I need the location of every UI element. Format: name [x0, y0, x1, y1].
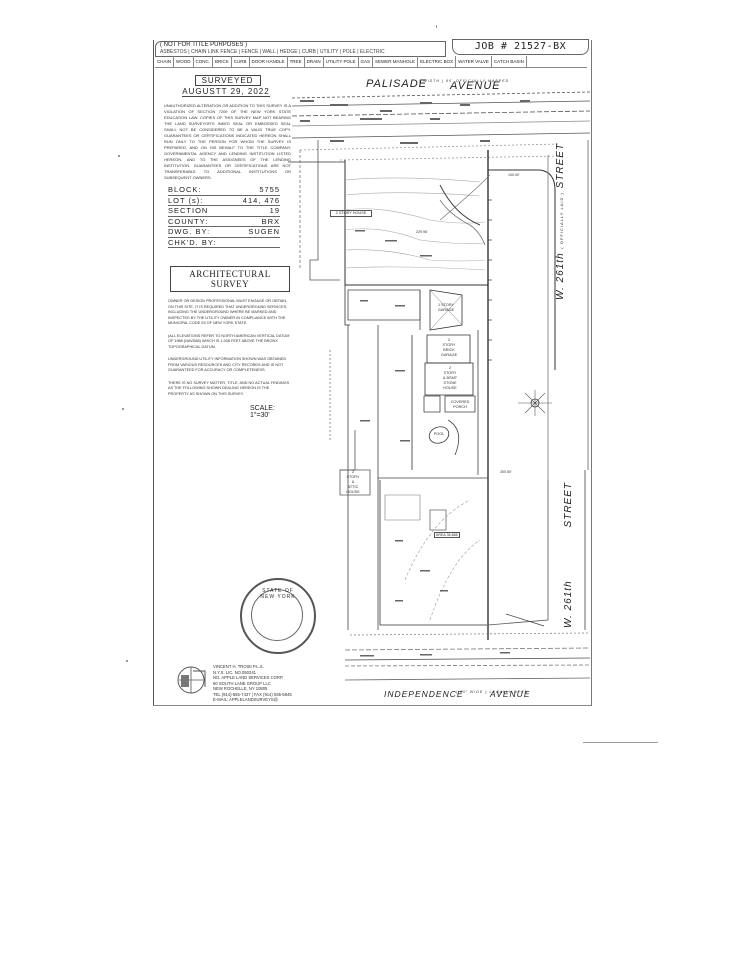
- field-block: BLOCK:5755: [168, 185, 280, 196]
- survey-info-panel: SURVEYED AUGUSTT 29, 2022 Unauthorized a…: [160, 75, 295, 419]
- dimension-label: 229.96': [416, 230, 428, 234]
- legend-item: CONC.: [194, 56, 214, 67]
- building-frame: 2 STORY & ATTIC HOUSE: [346, 470, 360, 494]
- street-north-suffix: AVENUE: [450, 80, 501, 92]
- header-block: ( NOT FOR TITLE PURPOSES ) ASBESTOS | CH…: [155, 39, 589, 71]
- street-north-name: PALISADE: [366, 78, 427, 90]
- field-checked-by: CHK'D. BY:: [168, 238, 280, 248]
- street-south-name: INDEPENDENCE: [384, 689, 464, 699]
- legend-item: UTILITY POLE: [324, 56, 359, 67]
- street-east-lower-name: W. 261th: [563, 580, 574, 628]
- street-east-lower-suffix: STREET: [563, 481, 574, 528]
- pool: POOL: [433, 432, 445, 436]
- firm-email: E-MAIL: APPLELANDSURVEYS@: [213, 697, 278, 702]
- architectural-survey-title: ARCHITECTURAL SURVEY: [170, 266, 290, 292]
- surveyor-name: VINCENT H. TROISI P.L.S.: [213, 664, 264, 669]
- legend-item: TREE: [288, 56, 305, 67]
- street-east-lower: W. 261th STREET: [563, 478, 574, 628]
- legend-item: ELECTRIC BOX: [418, 56, 457, 67]
- seal-inner: [251, 589, 303, 641]
- note: (All elevations refer to North American …: [168, 333, 290, 349]
- disclaimer-paragraph: Unauthorized alteration or addition to t…: [164, 103, 291, 180]
- survey-date: AUGUSTT 29, 2022: [182, 87, 270, 97]
- note: Owner or design professional must engage…: [168, 299, 288, 325]
- street-north-note: ( WIDTH ) 80' OFFICIALLY MAPPED: [419, 79, 510, 83]
- architectural-notes: Owner or design professional must engage…: [160, 299, 295, 397]
- legend-item: WATER VALVE: [456, 56, 492, 67]
- legend-item: CHAIN: [155, 56, 175, 67]
- legend-item: SEWER MANHOLE: [373, 56, 419, 67]
- field-drawn-by: DWG. BY:SUGEN: [168, 227, 280, 238]
- note: Underground utility information shown wa…: [168, 357, 287, 372]
- scan-line: [583, 742, 658, 743]
- legend-item: DRAIN: [305, 56, 324, 67]
- building-stone-house: 2 STORY & BSMT STONE HOUSE: [442, 366, 458, 390]
- firm-block: VINCENT H. TROISI P.L.S. N.Y.S. LIC. NO.…: [213, 664, 292, 703]
- field-county: COUNTY:BRX: [168, 216, 280, 227]
- legend-strip: CHAIN WOOD CONC. BRICK CURB DOOR HANDLE …: [155, 56, 587, 68]
- building-brick-garage: 2 STORY BRICK GARAGE: [440, 338, 458, 357]
- scan-mark: [126, 660, 128, 662]
- legend-item: CURB: [232, 56, 250, 67]
- note: There is no survey matter, title, and no…: [168, 380, 290, 396]
- firm-phone: TEL (914)-555-7437 | FAX (914) 555-5845: [213, 691, 292, 697]
- dimension-label: 100.00': [508, 173, 520, 177]
- firm-address-2: NEW ROCHELLE, NY 10805: [213, 686, 268, 691]
- street-east-suffix: STREET: [555, 142, 566, 189]
- legend-row-text: ASBESTOS | CHAIN LINK FENCE | FENCE | WA…: [160, 49, 385, 55]
- title-disclaimer-box: ( NOT FOR TITLE PURPOSES ) ASBESTOS | CH…: [155, 41, 446, 57]
- surveyed-label: SURVEYED: [194, 75, 261, 86]
- seal-text: STATE OF NEW YORK: [260, 588, 296, 600]
- sheet-bottom-line: [153, 705, 590, 706]
- legend-item: GAS: [359, 56, 374, 67]
- legend-item: CATCH BASIN: [492, 56, 527, 67]
- legend-item: BRICK: [213, 56, 232, 67]
- area-label: AREA 36,888: [434, 532, 460, 538]
- street-south-suffix: AVENUE: [490, 689, 531, 699]
- street-south-note: ( 80' WIDE ) LEGALLY OPEN: [456, 690, 529, 694]
- legend-item: WOOD: [174, 56, 194, 67]
- street-east-name: W. 261th: [555, 252, 566, 300]
- disclaimer-text: ( NOT FOR TITLE PURPOSES ): [160, 42, 248, 48]
- firm-name: NO. APPLE LAND SERVICES CORP.: [213, 675, 284, 680]
- job-number: JOB # 21527-BX: [452, 39, 589, 55]
- dimension-label: 300.50': [500, 470, 512, 474]
- field-lot: LOT (s):414, 476: [168, 195, 280, 206]
- surveyor-seal: STATE OF NEW YORK: [240, 578, 316, 654]
- scale-label: SCALE: 1"=30': [250, 405, 275, 419]
- legend-item: DOOR HANDLE: [250, 56, 288, 67]
- covered-porch: COVERED PORCH: [450, 400, 470, 409]
- license-number: N.Y.S. LIC. NO.050241: [213, 669, 256, 675]
- building-house-left: 2 STORY HOUSE: [330, 210, 372, 217]
- scan-mark: [118, 155, 120, 157]
- scan-mark: [436, 25, 437, 28]
- building-garage: 1 STORY GARAGE: [437, 303, 455, 312]
- street-east-note: ( OFFICIALLY LAID ): [559, 192, 564, 249]
- company-logo-icon: [177, 666, 206, 694]
- firm-address-1: 60 SOUTH LANE GROUP LLC: [213, 680, 271, 686]
- street-east-upper: W. 261th ( OFFICIALLY LAID ) STREET: [555, 120, 566, 300]
- scan-mark: [122, 408, 124, 410]
